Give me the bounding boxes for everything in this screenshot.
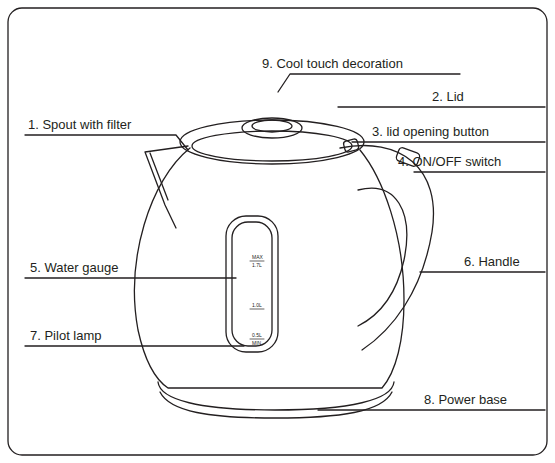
gauge-mark: MIN: [252, 340, 261, 346]
gauge-mark: MAX: [252, 254, 263, 260]
part-label: 2. Lid: [432, 89, 464, 104]
cool-touch-knob: [242, 118, 302, 138]
part-label: 7. Pilot lamp: [30, 328, 102, 343]
lid: [180, 120, 364, 164]
leader-line: [25, 345, 244, 346]
leader-line: [338, 106, 545, 107]
gauge-mark: 1.0L: [252, 302, 262, 308]
part-label: 6. Handle: [464, 254, 520, 269]
frame: [8, 8, 547, 455]
lid-rim: [192, 131, 352, 161]
leader-line: [414, 171, 545, 172]
leader-line: [25, 277, 236, 278]
leader-line: [420, 271, 545, 272]
leader-line: [25, 135, 188, 150]
leader-line: [318, 409, 545, 410]
part-label: 1. Spout with filter: [28, 117, 131, 132]
part-label: 9. Cool touch decoration: [262, 56, 403, 71]
part-label: 5. Water gauge: [30, 260, 118, 275]
kettle-body: [135, 148, 404, 388]
knob-inner: [252, 120, 292, 132]
gauge-mark: 1.7L: [252, 262, 262, 268]
gauge-mark: 0.5L: [252, 332, 262, 338]
handle-inner: [358, 188, 407, 326]
power-base-bottom: [160, 392, 392, 418]
spout: [145, 146, 188, 228]
gauge-inner: [232, 222, 272, 346]
part-label: 4. ON/OFF switch: [398, 154, 501, 169]
leader-line: [352, 141, 545, 142]
part-label: 8. Power base: [424, 392, 507, 407]
handle-outer: [340, 146, 433, 350]
power-base: [158, 382, 394, 410]
part-label: 3. lid opening button: [372, 124, 489, 139]
water-gauge: [226, 216, 278, 352]
